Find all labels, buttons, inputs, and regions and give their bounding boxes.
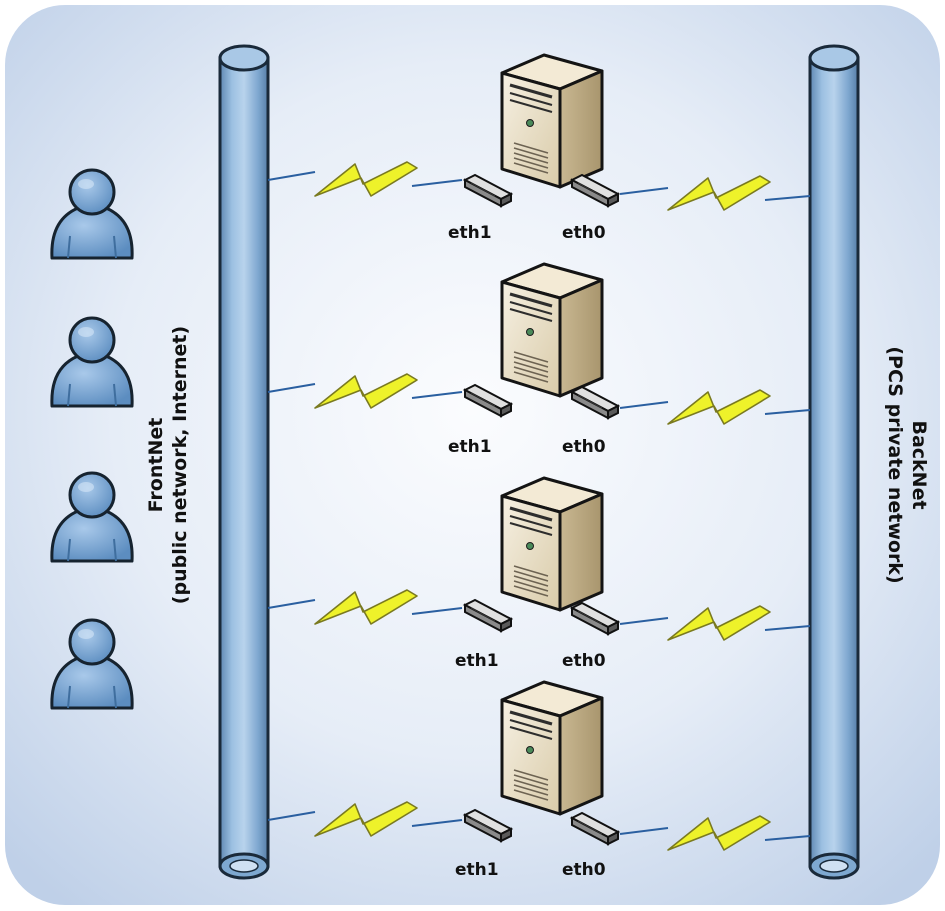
server-icon — [500, 680, 604, 816]
backnet-label-line2: (PCS private network) — [884, 346, 906, 583]
backnet-link-line — [764, 195, 811, 201]
backnet-pipe — [808, 44, 860, 880]
backnet-link-line — [619, 827, 669, 835]
frontnet-link-line — [267, 811, 316, 821]
nic-eth0-label: eth0 — [562, 223, 606, 243]
backnet-label-line1: BackNet — [908, 420, 930, 509]
backnet-link-line — [764, 409, 811, 415]
server-icon — [500, 53, 604, 189]
nic-eth1-label: eth1 — [448, 437, 492, 457]
frontnet-link-line — [267, 383, 316, 393]
server-node-1: eth1 eth0 — [267, 53, 811, 243]
nic-eth0-label: eth0 — [562, 651, 606, 671]
server-node-2: eth1 eth0 — [267, 262, 811, 457]
server-node-3: eth1 eth0 — [267, 476, 811, 671]
nic-eth1-label: eth1 — [455, 651, 499, 671]
frontnet-pipe — [218, 44, 270, 880]
frontnet-label-line1: FrontNet — [145, 418, 167, 513]
frontnet-link-line — [411, 819, 463, 827]
frontnet-link-line — [267, 599, 316, 609]
server-node-4: eth1 eth0 — [267, 680, 811, 880]
frontnet-link-line — [411, 391, 463, 399]
frontnet-label-line2: (public network, Internet) — [169, 326, 191, 604]
server-icon — [500, 476, 604, 612]
backnet-link-line — [619, 187, 669, 195]
frontnet-link-line — [411, 607, 463, 615]
backnet-label: BackNet (PCS private network) — [884, 346, 930, 583]
backnet-link-line — [764, 625, 811, 631]
server-icon — [500, 262, 604, 398]
backnet-link-line — [764, 835, 811, 841]
nic-eth1-label: eth1 — [448, 223, 492, 243]
nic-eth0-label: eth0 — [562, 437, 606, 457]
backnet-link-line — [619, 401, 669, 409]
frontnet-label: FrontNet (public network, Internet) — [145, 326, 191, 604]
nic-eth0-label: eth0 — [562, 860, 606, 880]
backnet-link-line — [619, 617, 669, 625]
frontnet-link-line — [267, 171, 316, 181]
nic-eth1-label: eth1 — [455, 860, 499, 880]
frontnet-link-line — [411, 179, 463, 187]
